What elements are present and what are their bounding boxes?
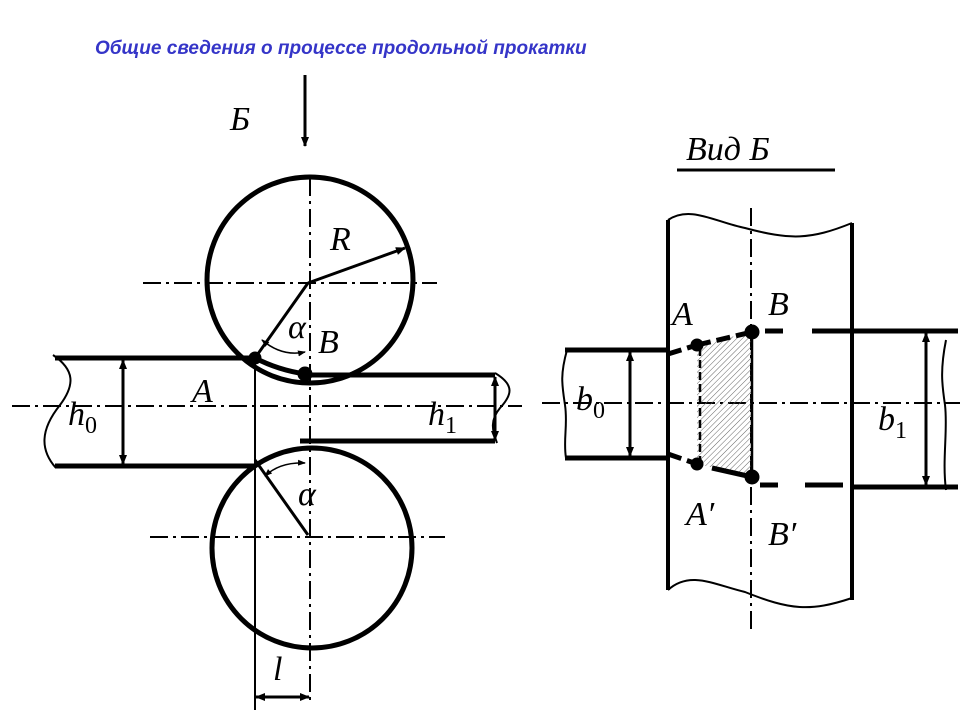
point-a-prime-label: A′ xyxy=(684,496,715,533)
point-b-label: B xyxy=(318,324,339,361)
top-point-b-label: B xyxy=(768,286,789,323)
slide-title: Общие сведения о процессе продольной про… xyxy=(95,38,587,59)
angle-arc-bottom xyxy=(264,459,306,477)
point-b-dot xyxy=(297,366,313,382)
deformation-zone xyxy=(697,332,752,477)
top-point-a-label: A xyxy=(670,296,693,333)
point-a-label: A xyxy=(190,373,213,410)
plate-break-top xyxy=(667,212,853,238)
side-view xyxy=(12,75,522,710)
plate-break-bottom xyxy=(667,579,853,609)
length-label: l xyxy=(273,651,282,688)
top-view-heading: Вид Б xyxy=(686,131,770,168)
top-view xyxy=(542,168,960,632)
view-mark-label: Б xyxy=(229,101,250,138)
top-roll xyxy=(204,174,416,386)
b0-label: b0 xyxy=(576,381,605,424)
point-b-prime-label: B′ xyxy=(768,516,797,553)
b1-label: b1 xyxy=(878,401,907,444)
h0-label: h0 xyxy=(68,396,97,439)
angle-bottom-label: α xyxy=(298,476,317,513)
strip-break-left xyxy=(43,354,72,469)
angle-top-label: α xyxy=(288,309,307,346)
bottom-roll xyxy=(209,445,415,651)
h1-label: h1 xyxy=(428,396,457,439)
point-a-dot xyxy=(248,351,262,365)
angle-arc-top xyxy=(261,339,306,357)
radius-label: R xyxy=(329,221,351,258)
radius-arrow xyxy=(307,246,406,285)
strip xyxy=(55,355,495,469)
